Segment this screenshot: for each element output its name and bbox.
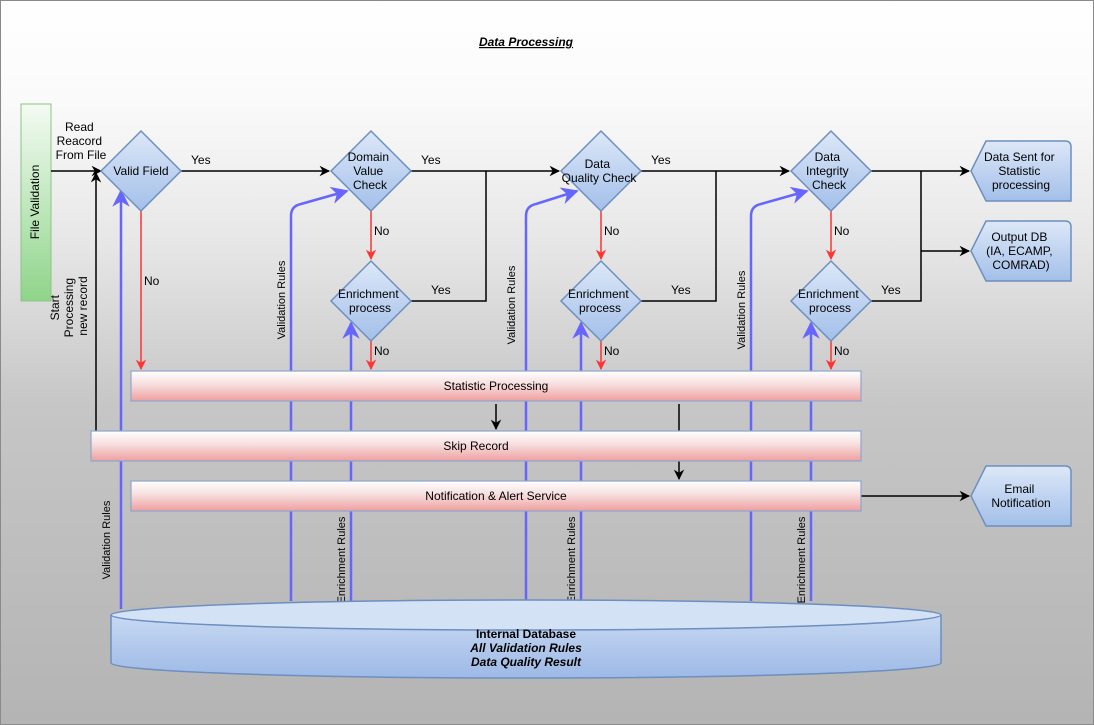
enrichment-label-3: Enrichment process <box>798 287 862 315</box>
statistic-processing-label: Statistic Processing <box>444 379 549 393</box>
yes-label-quality: Yes <box>651 153 671 167</box>
read-record-label: Read Reacord From File <box>56 120 107 162</box>
yes-label-domain: Yes <box>421 153 441 167</box>
validation-rules-label-2: Validation Rules <box>276 260 288 339</box>
file-validation-box <box>20 103 52 302</box>
output-db-shape[interactable] <box>970 220 1072 282</box>
stat-output-shape[interactable] <box>970 140 1072 202</box>
connector-enrich1-yes <box>411 171 487 302</box>
no-label-enrich2: No <box>604 344 620 358</box>
stat-output-label: Data Sent for Statistic processing <box>984 150 1058 192</box>
email-notification-shape[interactable] <box>970 465 1072 527</box>
no-label-enrich1: No <box>374 344 390 358</box>
yes-label-enrich3: Yes <box>881 283 901 297</box>
enrichment-rules-label-2: Enrichment Rules <box>566 516 578 603</box>
no-label-enrich3: No <box>834 344 850 358</box>
skip-record-label: Skip Record <box>443 439 508 453</box>
database-title: Internal Database <box>476 627 576 641</box>
email-notification-label: Email Notification <box>991 482 1050 510</box>
no-label-valid: No <box>144 274 160 288</box>
validation-rules-label-3: Validation Rules <box>506 265 518 344</box>
domain-value-label: Domain Value Check <box>348 150 393 192</box>
internal-database[interactable] <box>110 599 942 679</box>
skip-record-bar[interactable] <box>90 430 862 462</box>
diagram-title: Data Processing <box>479 35 574 49</box>
arrow-db-to-quality <box>524 187 579 601</box>
no-label-domain: No <box>374 224 390 238</box>
no-label-integrity: No <box>834 224 850 238</box>
data-integrity-diamond[interactable] <box>789 129 873 213</box>
no-label-quality: No <box>604 224 620 238</box>
yes-label-enrich1: Yes <box>431 283 451 297</box>
file-validation-label: File Validation <box>28 165 42 239</box>
domain-value-diamond[interactable] <box>329 129 413 213</box>
enrichment-diamond-3[interactable] <box>789 259 873 343</box>
enrichment-rules-label-1: Enrichment Rules <box>336 516 348 603</box>
arrow-db-to-domain <box>289 186 349 601</box>
output-db-label: Output DB (IA, ECAMP, COMRAD) <box>986 230 1056 272</box>
validation-rules-label-4: Validation Rules <box>736 270 748 349</box>
data-integrity-label: Data Integrity Check <box>806 150 852 192</box>
notification-label: Notification & Alert Service <box>425 489 567 503</box>
valid-field-label: Valid Field <box>113 164 168 178</box>
statistic-processing-bar[interactable] <box>130 370 862 402</box>
enrichment-diamond-2[interactable] <box>559 259 643 343</box>
notification-bar[interactable] <box>130 480 862 512</box>
database-line2: Data Quality Result <box>471 655 582 669</box>
enrichment-label-2: Enrichment process <box>568 287 632 315</box>
connector-enrich3-yes <box>871 171 922 302</box>
yes-label-enrich2: Yes <box>671 283 691 297</box>
data-quality-diamond[interactable] <box>559 129 643 213</box>
enrichment-label-1: Enrichment process <box>338 287 402 315</box>
yes-label-valid: Yes <box>191 153 211 167</box>
start-processing-label: Start Processing new record <box>48 275 90 338</box>
valid-field-diamond[interactable] <box>99 129 183 213</box>
database-line1: All Validation Rules <box>469 641 582 655</box>
enrichment-diamond-1[interactable] <box>329 259 413 343</box>
data-quality-label: Data Quality Check <box>562 157 638 185</box>
connector-enrich2-yes <box>641 171 717 302</box>
enrichment-rules-label-3: Enrichment Rules <box>796 516 808 603</box>
arrow-db-to-integrity <box>749 186 809 601</box>
validation-rules-label-1: Validation Rules <box>101 500 113 579</box>
